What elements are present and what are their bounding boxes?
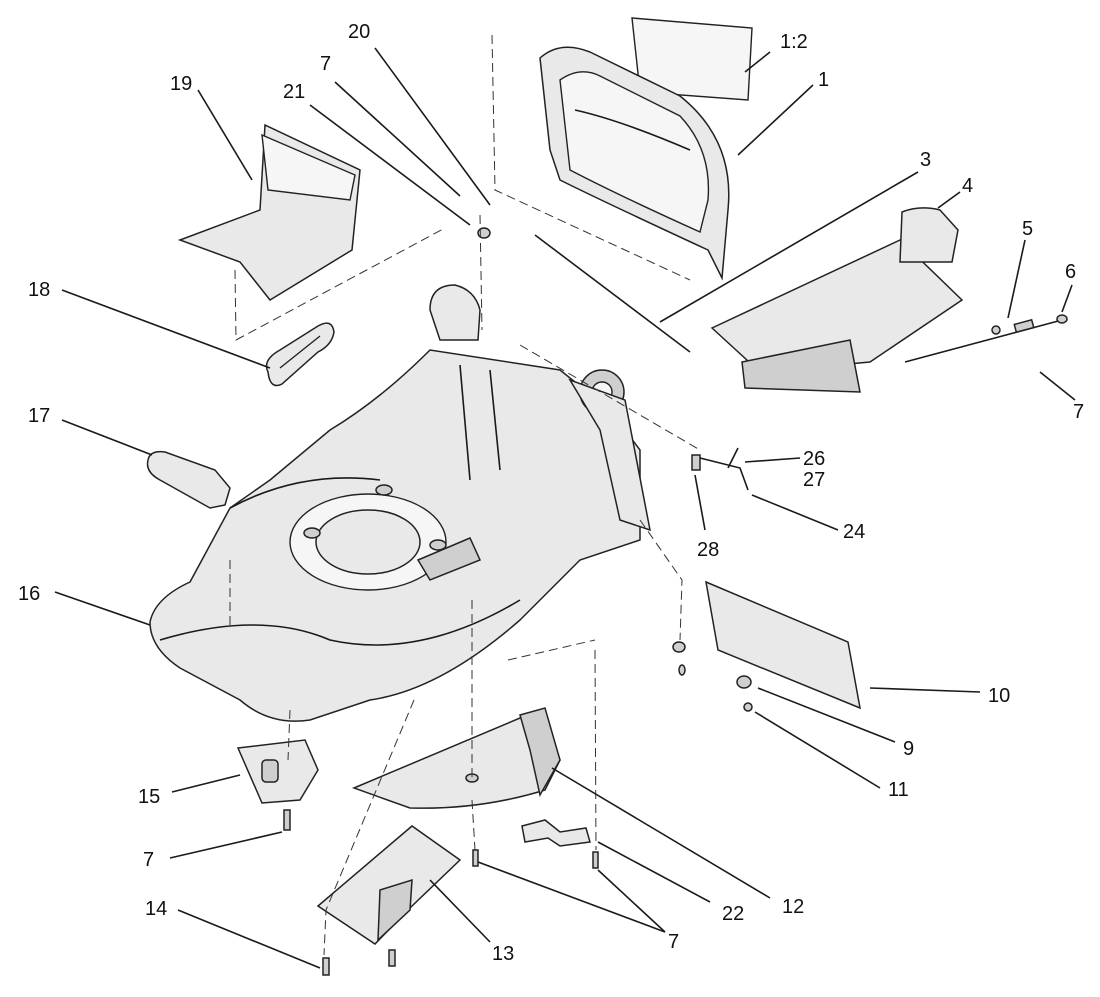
callout-18: 18: [28, 279, 50, 301]
lower-shield-part: [316, 825, 462, 945]
callout-12: 12: [782, 896, 804, 918]
baffle-part: [351, 707, 561, 809]
decal-part: [631, 17, 753, 101]
callout-1: 1: [818, 69, 829, 91]
callout-7: 7: [143, 849, 154, 871]
callout-17: 17: [28, 405, 50, 427]
callout-24: 24: [843, 521, 865, 543]
callout-20: 20: [348, 21, 370, 43]
callout-16: 16: [18, 583, 40, 605]
front-bracket-part: [236, 739, 319, 804]
clip-part: [521, 819, 591, 847]
hardware-parts: [283, 227, 753, 976]
callout-numbers: 1:2 1 20 7 21 19 3 4 5 6 7 18 17 26 27 2…: [18, 21, 1084, 965]
callout-22: 22: [722, 903, 744, 925]
leader-lines: [54, 47, 1076, 969]
grass-bag-frame-part: [539, 46, 730, 281]
callout-14: 14: [145, 898, 167, 920]
side-skirt-part: [705, 580, 861, 710]
callout-27: 27: [803, 469, 825, 491]
handle-pivot-part: [146, 450, 231, 509]
rod-part: [534, 234, 691, 353]
callout-19: 19: [170, 73, 192, 95]
callout-10: 10: [988, 685, 1010, 707]
callout-21: 21: [283, 81, 305, 103]
callout-26: 26: [803, 448, 825, 470]
deck-housing-part: [149, 349, 641, 722]
callout-7: 7: [668, 931, 679, 953]
callout-28: 28: [697, 539, 719, 561]
callout-15: 15: [138, 786, 160, 808]
callout-6: 6: [1065, 261, 1076, 283]
callout-13: 13: [492, 943, 514, 965]
rear-door-part: [710, 207, 964, 393]
wheel-boss-part: [429, 284, 651, 532]
callout-11: 11: [888, 779, 909, 801]
alignment-lines: [229, 34, 701, 956]
callout-4: 4: [962, 175, 973, 197]
callout-1-2: 1:2: [780, 31, 808, 53]
rear-axle-part: [904, 314, 1068, 363]
callout-7: 7: [1073, 401, 1084, 423]
callout-9: 9: [903, 738, 914, 760]
rear-shield-part: [177, 123, 361, 301]
callout-3: 3: [920, 149, 931, 171]
grommet-part: [265, 322, 335, 387]
callout-7: 7: [320, 53, 331, 75]
callout-5: 5: [1022, 218, 1033, 240]
